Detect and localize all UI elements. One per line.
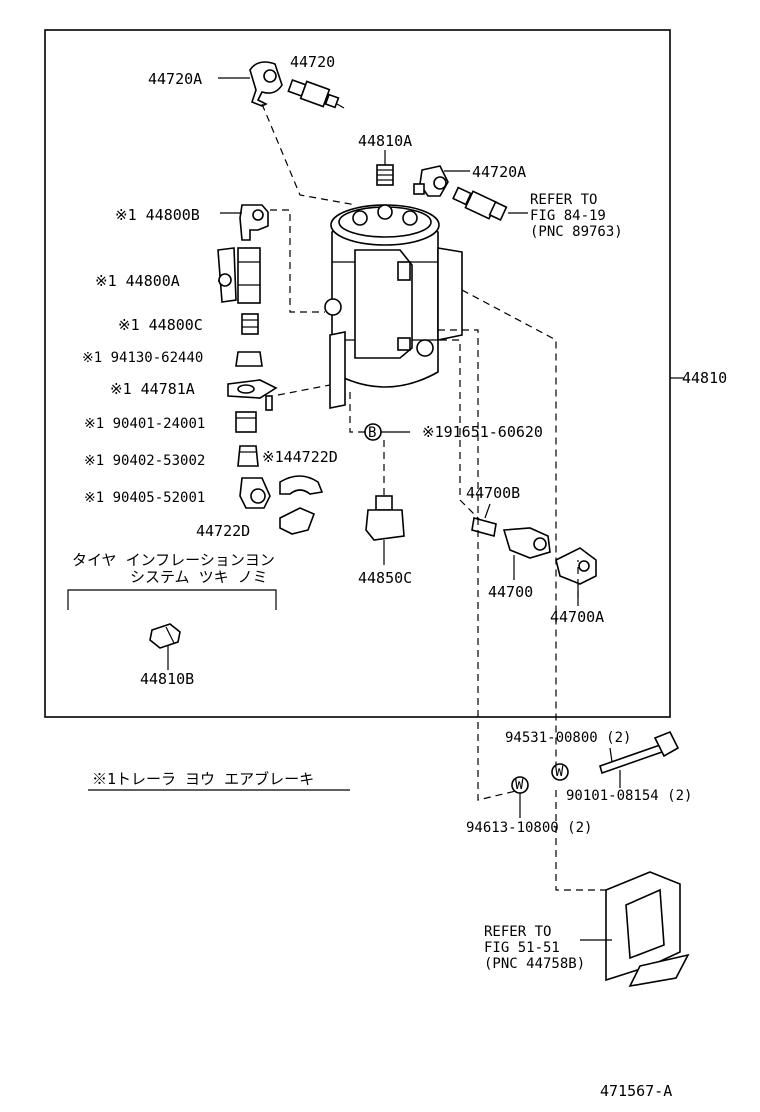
label-jp-line2: システム ツキ ノミ bbox=[130, 568, 268, 586]
sensor-44720 bbox=[287, 78, 345, 109]
elbow-44720A-top bbox=[249, 61, 283, 107]
label-44800C: ※1 44800C bbox=[118, 316, 203, 334]
label-44700: 44700 bbox=[488, 583, 533, 601]
fitting-44800C bbox=[241, 313, 259, 335]
label-94613: 94613-10800 (2) bbox=[466, 820, 592, 836]
label-44722D-top: ※144722D bbox=[262, 448, 338, 466]
label-44720: 44720 bbox=[290, 53, 335, 71]
elbow-44800B bbox=[239, 204, 269, 241]
plug-90401-24001 bbox=[235, 411, 257, 433]
elbow-44722D-bottom bbox=[279, 507, 316, 535]
figure-code: 471567-A bbox=[600, 1082, 672, 1100]
label-94130: ※1 94130-62440 bbox=[82, 350, 203, 366]
marker-W2 bbox=[551, 763, 569, 781]
label-44700B: 44700B bbox=[466, 484, 520, 502]
valve-44850C bbox=[365, 495, 405, 541]
label-refer1-line1: REFER TO bbox=[530, 192, 597, 208]
label-90401: ※1 90401-24001 bbox=[84, 416, 205, 432]
air-tank-assembly bbox=[324, 204, 463, 409]
elbow-44720A-right bbox=[413, 165, 449, 197]
label-91651: ※191651-60620 bbox=[422, 423, 543, 441]
label-90402: ※1 90402-53002 bbox=[84, 453, 205, 469]
label-44720A-top: 44720A bbox=[148, 70, 202, 88]
label-44810A: 44810A bbox=[358, 132, 412, 150]
bolt-90101-08154 bbox=[599, 730, 680, 775]
label-44720A-right: 44720A bbox=[472, 163, 526, 181]
label-refer1-line2: FIG 84-19 bbox=[530, 208, 606, 224]
plug-44810B bbox=[149, 623, 181, 649]
bracket-refer-44758B bbox=[605, 871, 690, 988]
elbow-90405-52001 bbox=[239, 477, 271, 509]
elbow-44722D-top bbox=[279, 475, 324, 495]
marker-W2-text: W bbox=[555, 764, 564, 780]
label-jp-line1: タイヤ インフレーションヨン bbox=[72, 551, 275, 569]
bracket-44781A bbox=[227, 379, 278, 411]
elbow-44700 bbox=[502, 527, 551, 559]
assembly-frame bbox=[44, 29, 671, 718]
option-bracket bbox=[67, 589, 277, 610]
label-44810B: 44810B bbox=[140, 670, 194, 688]
nut-94130-62440 bbox=[235, 351, 263, 367]
label-44700A: 44700A bbox=[550, 608, 604, 626]
label-44722D-bottom: 44722D bbox=[196, 522, 250, 540]
label-90405: ※1 90405-52001 bbox=[84, 490, 205, 506]
label-refer2-line1: REFER TO bbox=[484, 924, 551, 940]
leader-94531 bbox=[609, 747, 613, 763]
valve-44800A bbox=[217, 247, 261, 304]
sensor-refer-89763 bbox=[452, 186, 508, 221]
label-44800B: ※1 44800B bbox=[115, 206, 200, 224]
leader-44700B bbox=[484, 503, 491, 519]
label-90101: 90101-08154 (2) bbox=[566, 788, 692, 804]
fitting-44810A bbox=[376, 164, 394, 186]
marker-B-text: B bbox=[368, 425, 376, 441]
tee-44700A bbox=[555, 547, 597, 585]
label-94531: 94531-00800 (2) bbox=[505, 730, 631, 746]
nut-90402-53002 bbox=[237, 445, 259, 467]
fitting-44700B bbox=[471, 516, 497, 538]
label-refer2-line3: (PNC 44758B) bbox=[484, 956, 585, 972]
footnote-text: ※1トレーラ ヨウ エアブレーキ bbox=[92, 770, 314, 788]
label-44850C: 44850C bbox=[358, 569, 412, 587]
label-refer1-line3: (PNC 89763) bbox=[530, 224, 623, 240]
label-44800A: ※1 44800A bbox=[95, 272, 180, 290]
label-44781A: ※1 44781A bbox=[110, 380, 195, 398]
label-refer2-line2: FIG 51-51 bbox=[484, 940, 560, 956]
connection-lines bbox=[261, 103, 610, 891]
marker-W1-text: W bbox=[515, 777, 524, 793]
label-44810: 44810 bbox=[682, 369, 727, 387]
